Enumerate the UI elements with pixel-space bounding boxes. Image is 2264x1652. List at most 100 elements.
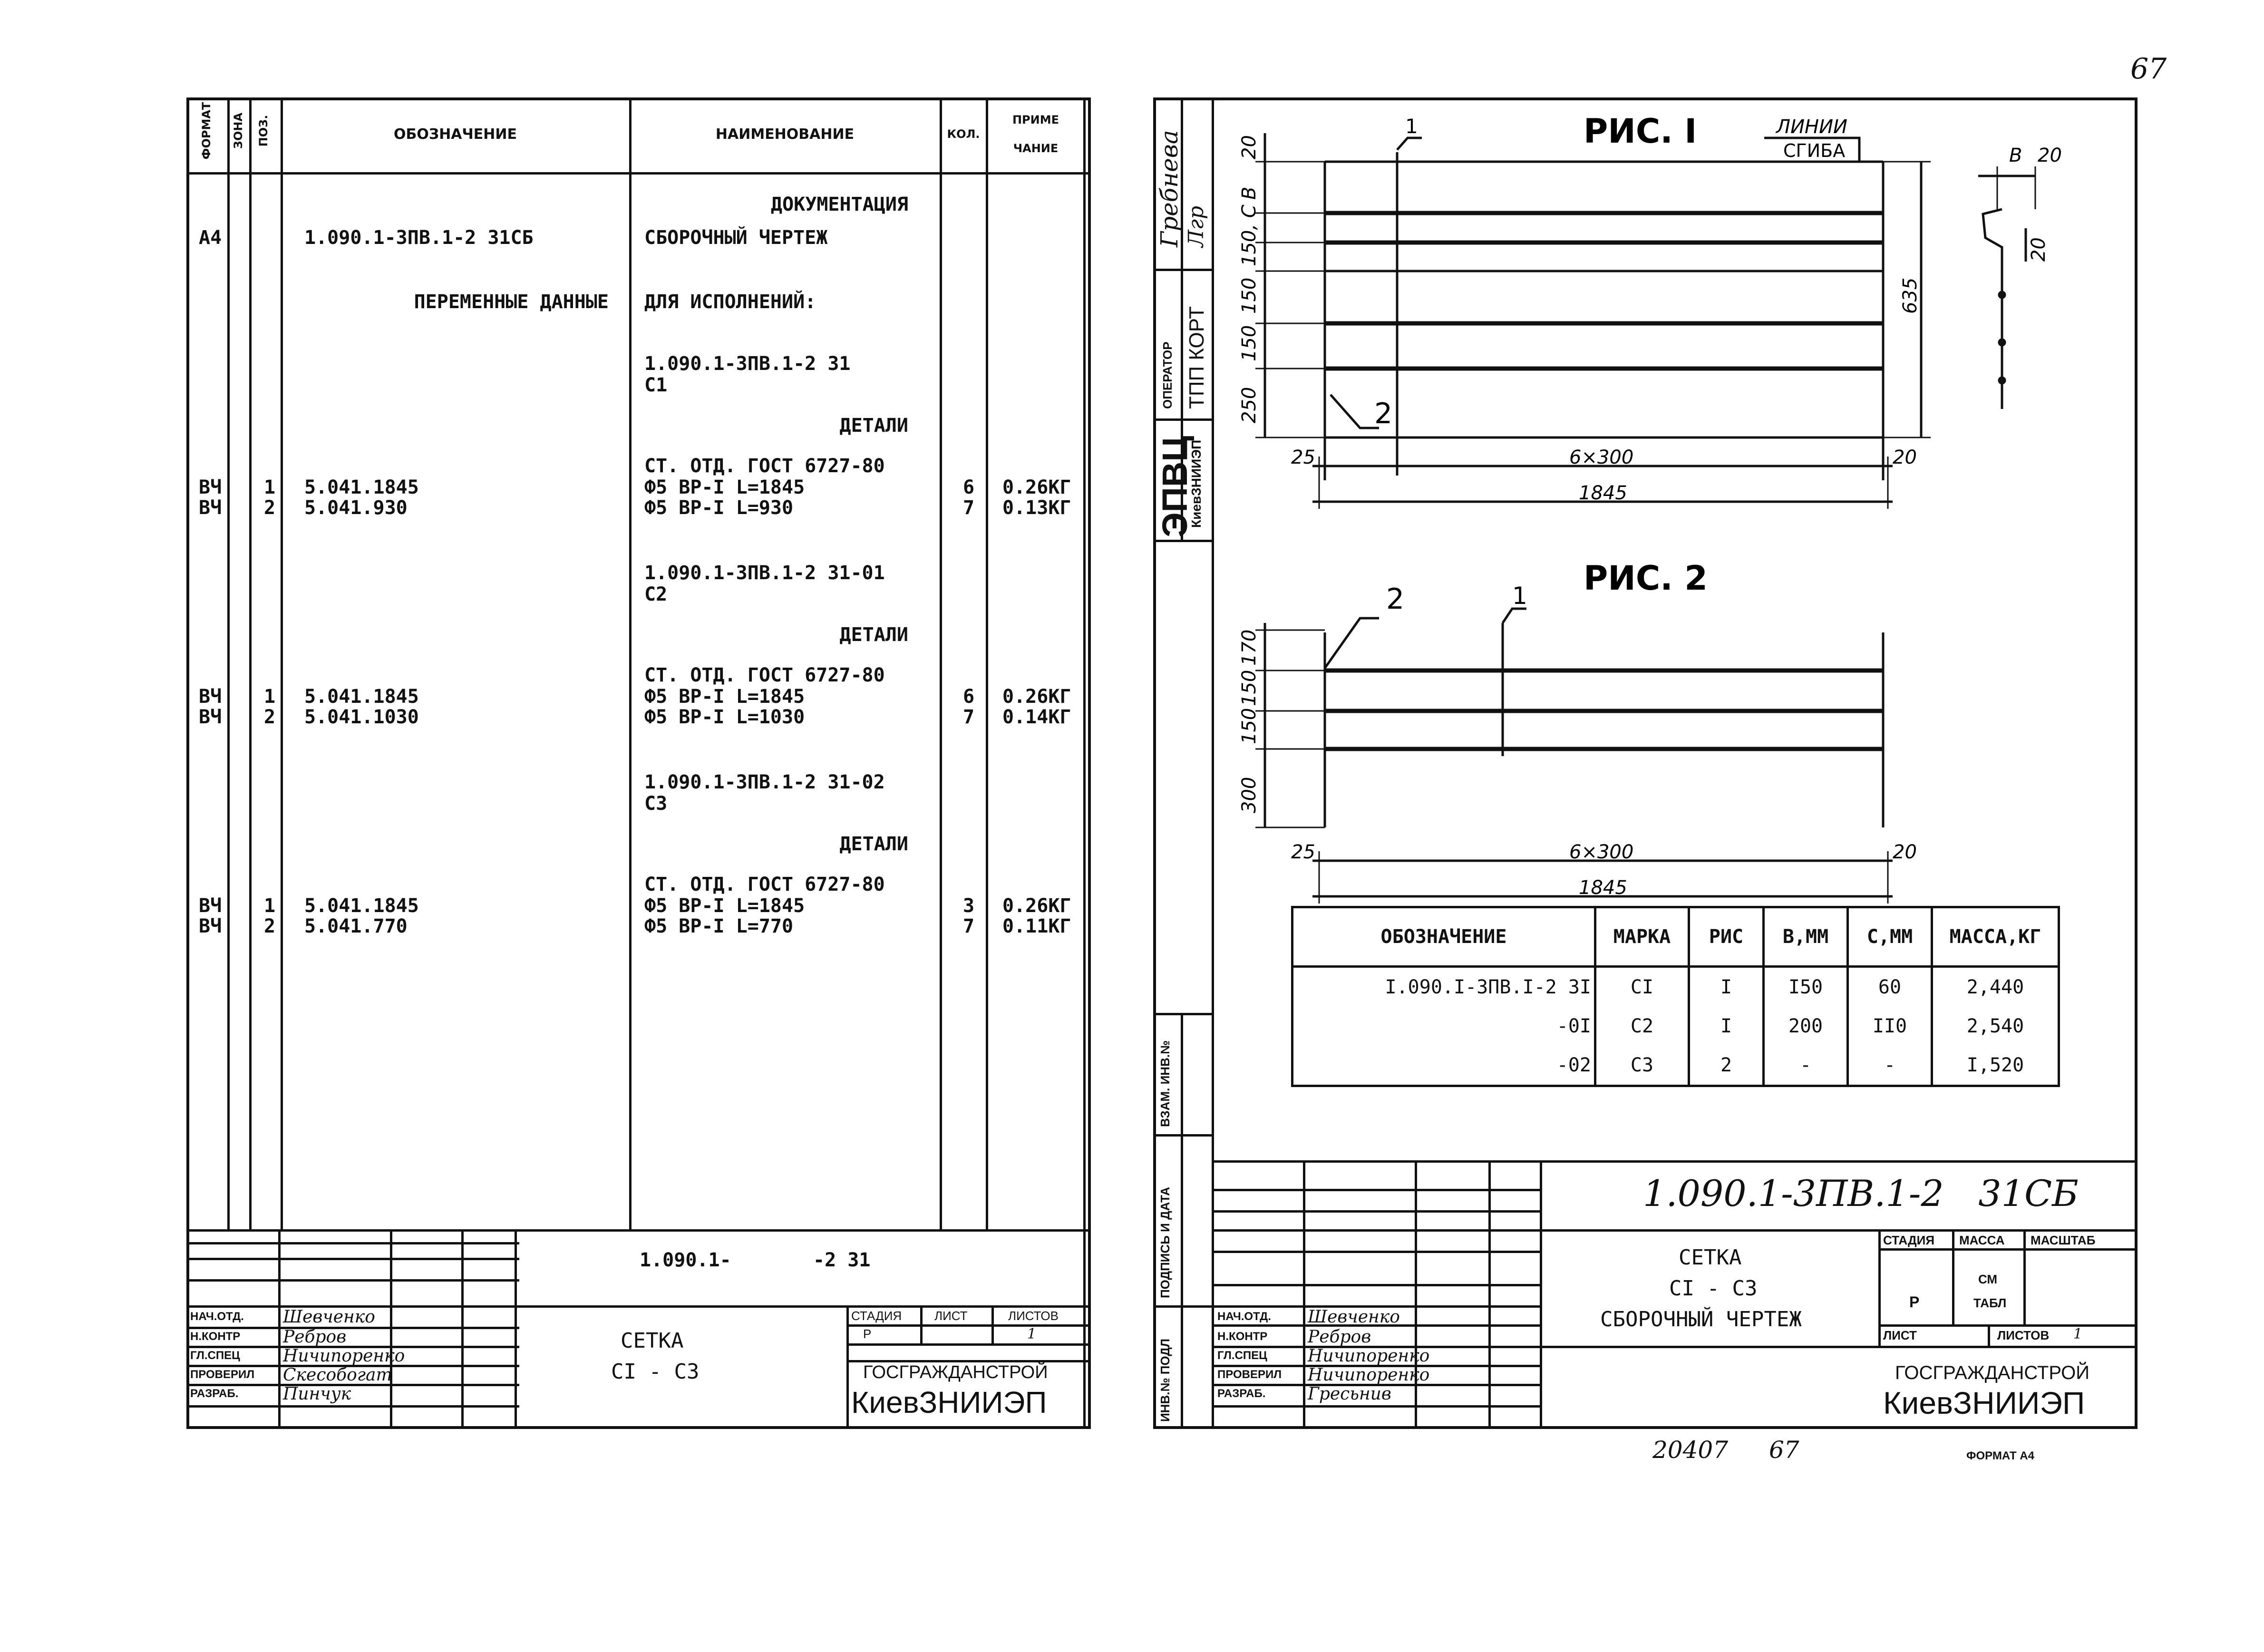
fig1-dim-3: 150: [1238, 278, 1260, 314]
spec-row-note: 0.13КГ: [1002, 497, 1071, 519]
spec-row-pos: 2: [264, 706, 276, 728]
spec-row-name: Ф5 ВР-I L=1845: [644, 895, 805, 917]
spec-row-designation: 5.041.1030: [304, 706, 419, 728]
header-format: ФОРМАТ: [200, 102, 213, 160]
title-block-role: Н.КОНТР: [190, 1330, 241, 1343]
header-designation: ОБОЗНАЧЕНИЕ: [394, 126, 517, 143]
title-block-role: РАЗРАБ.: [1217, 1387, 1266, 1400]
fig1-dim-1: В: [1238, 187, 1260, 200]
spec-row-name: Ф5 ВР-I L=1845: [644, 686, 805, 708]
spec-row-note: 0.26КГ: [1002, 476, 1071, 498]
marks-table-cell: I,520: [1931, 1046, 2060, 1087]
fig1-title: РИС. I: [1584, 112, 1697, 151]
right-sheets-label: ЛИСТОВ: [1997, 1328, 2050, 1342]
spec-row-pos: 1: [264, 895, 276, 917]
spec-row-designation: 5.041.770: [304, 915, 408, 937]
right-title-1: СЕТКА: [1679, 1245, 1742, 1270]
right-mass-2: ТАБЛ: [1973, 1296, 2007, 1310]
title-block-role: ПРОВЕРИЛ: [1217, 1368, 1282, 1381]
marks-table-cell: I: [1688, 1007, 1765, 1046]
marks-table-cell: -: [1762, 1046, 1849, 1087]
left-sheets-label: ЛИСТОВ: [1008, 1309, 1059, 1323]
title-block-role: ГЛ.СПЕЦ: [190, 1349, 240, 1362]
spec-row-designation: ПЕРЕМЕННЫЕ ДАННЫЕ: [414, 291, 609, 313]
left-sheet-label: ЛИСТ: [934, 1309, 968, 1323]
header-zone: ЗОНА: [232, 112, 245, 149]
spec-row-format: ВЧ: [199, 895, 222, 917]
spec-row-name: 1.090.1-3ПВ.1-2 31-01: [644, 562, 885, 584]
side-tpp: ТПП КОРТ: [1185, 306, 1208, 409]
spec-row-note: 0.26КГ: [1002, 895, 1071, 917]
spec-row-designation: 5.041.1845: [304, 476, 419, 498]
fig2-dim-2: 150: [1238, 708, 1260, 744]
marks-table-cell: I: [1688, 965, 1765, 1007]
title-block-role: ГЛ.СПЕЦ: [1217, 1349, 1267, 1362]
title-block-role: ПРОВЕРИЛ: [190, 1368, 255, 1381]
left-doc-code-a: 1.090.1-: [640, 1249, 731, 1271]
fig1-dim-4: 150: [1238, 325, 1260, 361]
spec-row-name: ДОКУМЕНТАЦИЯ: [771, 194, 908, 215]
spec-row-designation: 5.041.1845: [304, 686, 419, 708]
title-block-role: НАЧ.ОТД.: [1217, 1310, 1271, 1323]
fig1-right-off: 20: [1893, 447, 1917, 468]
fig2-left-off: 25: [1291, 841, 1315, 863]
spec-row-format: ВЧ: [199, 476, 222, 498]
title-block-role: Н.КОНТР: [1217, 1330, 1268, 1343]
fig1-detail-20b: 20: [2028, 237, 2050, 262]
marks-table-cell: I.090.I-3ПВ.I-2 3I: [1291, 965, 1596, 1007]
right-title-3: СБОРОЧНЫЙ ЧЕРТЕЖ: [1600, 1307, 1802, 1331]
spec-row-note: 0.26КГ: [1002, 686, 1071, 708]
figure-2-mesh-drawing: РИС. 2 1 2 170 150 150 300 6×300 1845 25…: [1238, 559, 1917, 904]
marks-table-cell: 60: [1846, 965, 1933, 1007]
fig2-dim-1: 150: [1238, 670, 1260, 706]
title-block-role: РАЗРАБ.: [190, 1387, 239, 1400]
right-org-2: КиевЗНИИЭП: [1883, 1385, 2085, 1420]
right-sheet-label: ЛИСТ: [1883, 1328, 1917, 1342]
title-block-name: Шевченко: [1308, 1307, 1400, 1327]
side-sign-date: ПОДПИСЬ И ДАТА: [1158, 1186, 1172, 1298]
marks-table-cell: С3: [1594, 1046, 1690, 1087]
title-block-name: Ребров: [1308, 1327, 1371, 1347]
spec-row-qty: 7: [963, 497, 975, 519]
spec-row-name: С1: [644, 374, 668, 396]
header-pos: ПОЗ.: [257, 115, 270, 147]
left-org-1: ГОСГРАЖДАНСТРОЙ: [863, 1362, 1048, 1382]
fig1-bend-1: ЛИНИИ: [1775, 116, 1847, 138]
spec-row-designation: 5.041.930: [304, 497, 408, 519]
fig1-height: 635: [1899, 278, 1921, 314]
side-inv-swap: ВЗАМ. ИНВ.№: [1158, 1040, 1172, 1127]
left-doc-code-b: -2 31: [813, 1249, 871, 1271]
header-qty: КОЛ.: [947, 127, 980, 141]
spec-row-name: Ф5 ВР-I L=1030: [644, 706, 805, 728]
fig1-total: 1845: [1579, 482, 1627, 504]
fig1-dim-0: 20: [1238, 135, 1260, 159]
left-sheets-value: 1: [1027, 1326, 1037, 1342]
spec-row-format: ВЧ: [199, 706, 222, 728]
right-stage-label: СТАДИЯ: [1883, 1233, 1935, 1247]
title-block-name: Пинчук: [283, 1384, 351, 1404]
spec-row-designation: 5.041.1845: [304, 895, 419, 917]
marks-table-header: В,ММ: [1762, 906, 1849, 968]
footer-page: 67: [1769, 1436, 1799, 1464]
marks-table-cell: 200: [1762, 1007, 1849, 1046]
side-kiev: КиевЗНИИЭП: [1189, 439, 1204, 528]
right-title-2: СI - С3: [1669, 1276, 1758, 1301]
title-block-role: НАЧ.ОТД.: [190, 1310, 244, 1323]
marks-table-cell: 2: [1688, 1046, 1765, 1087]
title-block-name: Гресьнив: [1308, 1384, 1391, 1404]
right-scale-label: МАСШТАБ: [2031, 1233, 2096, 1247]
spec-row-name: ДЛЯ ИСПОЛНЕНИЙ:: [644, 291, 816, 313]
spec-row-qty: 7: [963, 915, 975, 937]
spec-row-name: ДЕТАЛИ: [839, 833, 909, 855]
header-name: НАИМЕНОВАНИЕ: [715, 126, 855, 143]
header-note-2: ЧАНИЕ: [1013, 142, 1059, 155]
right-org-1: ГОСГРАЖДАНСТРОЙ: [1895, 1362, 2090, 1383]
fig1-pos-2: 2: [1374, 397, 1392, 430]
spec-row-name: Ф5 ВР-I L=930: [644, 497, 794, 519]
spec-row-name: С2: [644, 583, 668, 605]
fig1-pos-1: 1: [1405, 115, 1418, 138]
left-stage-label: СТАДИЯ: [851, 1309, 902, 1323]
spec-row-pos: 1: [264, 476, 276, 498]
